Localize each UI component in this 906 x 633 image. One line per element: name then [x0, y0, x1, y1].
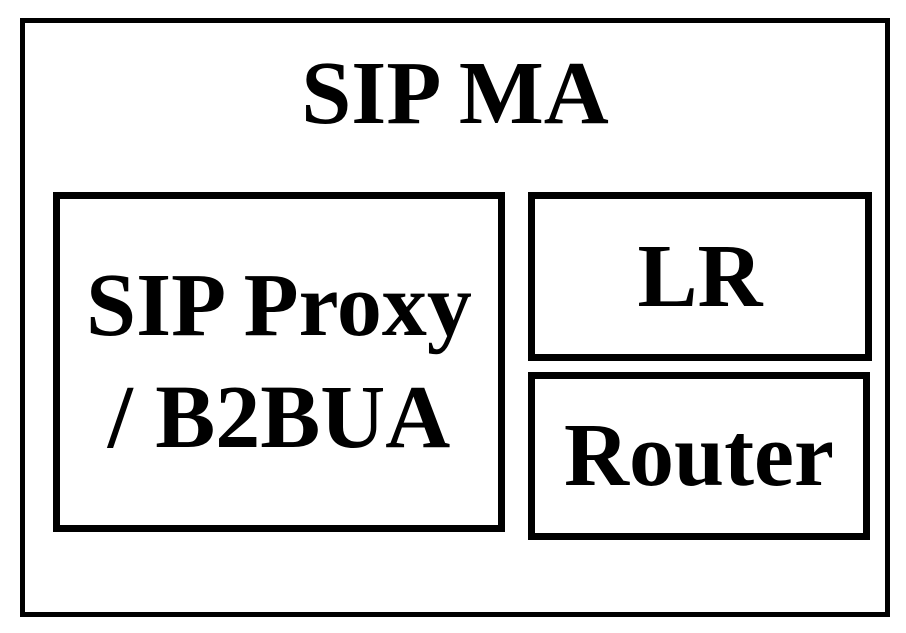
- sip-proxy-label-line1: SIP Proxy: [86, 255, 472, 355]
- sip-ma-title: SIP MA: [301, 44, 609, 143]
- sip-ma-container-box: SIP MA SIP Proxy / B2BUA LR Router: [20, 18, 890, 617]
- router-label: Router: [564, 406, 834, 505]
- lr-label: LR: [637, 226, 763, 326]
- sip-proxy-label-line2: / B2BUA: [107, 368, 451, 467]
- lr-box: LR: [528, 192, 872, 361]
- router-box: Router: [528, 372, 870, 540]
- sip-proxy-b2bua-box: SIP Proxy / B2BUA: [53, 192, 505, 532]
- sip-proxy-b2bua-label: SIP Proxy / B2BUA: [86, 250, 472, 475]
